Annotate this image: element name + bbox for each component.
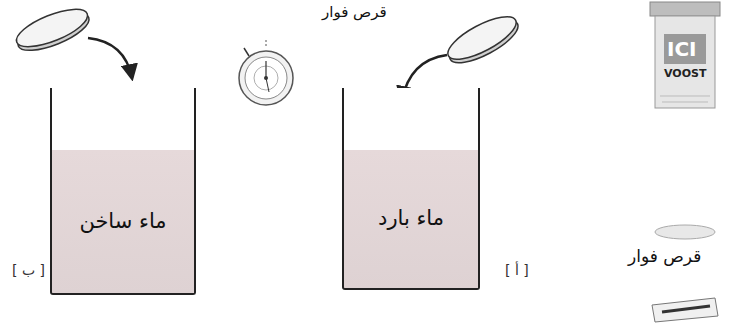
brand-name: VOOST xyxy=(664,67,706,80)
tablet-label: قرص فوار xyxy=(628,246,701,266)
beaker: ماء ساخن xyxy=(50,88,196,295)
beaker-label: ماء ساخن xyxy=(79,209,166,233)
tablet-label: قرص فوار xyxy=(322,3,387,21)
tablet xyxy=(12,2,94,58)
figure-letter: [ ب ] xyxy=(12,262,45,278)
beaker-label: ماء بارد xyxy=(378,206,444,230)
tablet xyxy=(442,9,523,71)
drop-arrow xyxy=(88,38,132,78)
figure-letter: [ أ ] xyxy=(505,262,529,278)
product-tube xyxy=(650,2,720,108)
beaker: ماء بارد xyxy=(342,88,480,290)
tablet xyxy=(655,225,715,239)
stopwatch xyxy=(239,40,293,105)
tablet xyxy=(652,298,718,322)
brand-logo: ICI xyxy=(667,37,697,61)
